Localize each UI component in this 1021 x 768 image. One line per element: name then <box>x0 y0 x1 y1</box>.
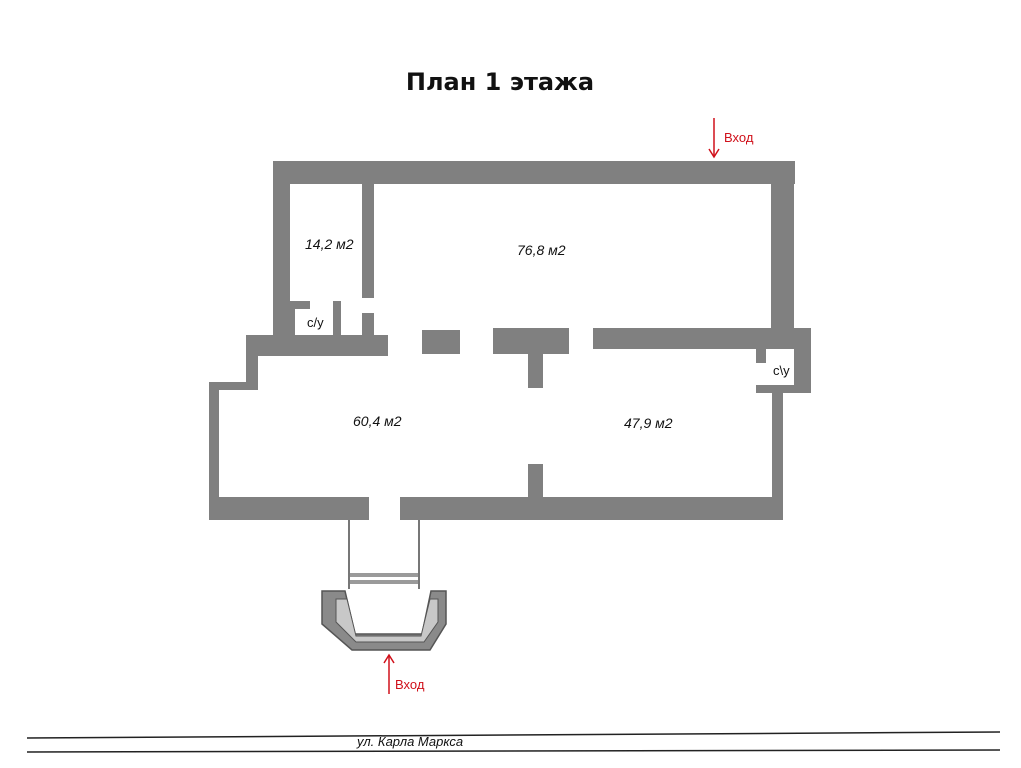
wall-lower-stub <box>528 464 543 500</box>
entrance-top-label: Вход <box>724 130 754 145</box>
wall-middle-4 <box>593 328 811 349</box>
wc-right-label: с\у <box>773 363 790 378</box>
wall-bottom-right <box>400 497 783 520</box>
entry-porch <box>321 520 447 651</box>
room-right-label: 47,9 м2 <box>624 415 673 431</box>
wall-upper-right <box>771 161 794 337</box>
wall-left-step-h <box>209 382 258 390</box>
wall-middle-3 <box>493 328 569 354</box>
entrance-bottom-label: Вход <box>395 677 425 692</box>
street-label: ул. Карла Маркса <box>356 734 463 749</box>
wall-bottom-left <box>209 497 369 520</box>
entrance-top-arrow-icon <box>708 118 720 159</box>
wall-wc-left-side <box>290 301 295 335</box>
room-hall-label: 76,8 м2 <box>517 242 566 258</box>
room-front-label: 60,4 м2 <box>353 413 402 429</box>
wall-wc-left-top <box>290 301 310 309</box>
wall-top <box>273 161 795 184</box>
wall-left-step <box>246 335 258 385</box>
wall-upper-left <box>273 161 290 337</box>
wall-partition-small-lower <box>362 313 374 335</box>
room-small-label: 14,2 м2 <box>305 236 354 252</box>
wall-middle-1 <box>246 335 388 356</box>
page-title: План 1 этажа <box>405 68 595 96</box>
wall-wc-right-bottom <box>756 385 811 393</box>
wall-wc-left-right <box>333 301 341 335</box>
street-line-top <box>26 731 1001 739</box>
wall-partition-small <box>362 184 374 298</box>
wall-lower-right <box>772 393 783 520</box>
entrance-bottom-arrow-icon <box>383 653 395 694</box>
wall-wc-right-side <box>794 328 811 393</box>
street-line-bottom <box>26 749 1001 753</box>
wall-wc-right-left <box>756 349 766 363</box>
wall-middle-2 <box>422 330 460 354</box>
wc-left-label: с/у <box>307 315 324 330</box>
wall-lower-left <box>209 382 219 520</box>
wall-middle-stub <box>528 354 543 388</box>
